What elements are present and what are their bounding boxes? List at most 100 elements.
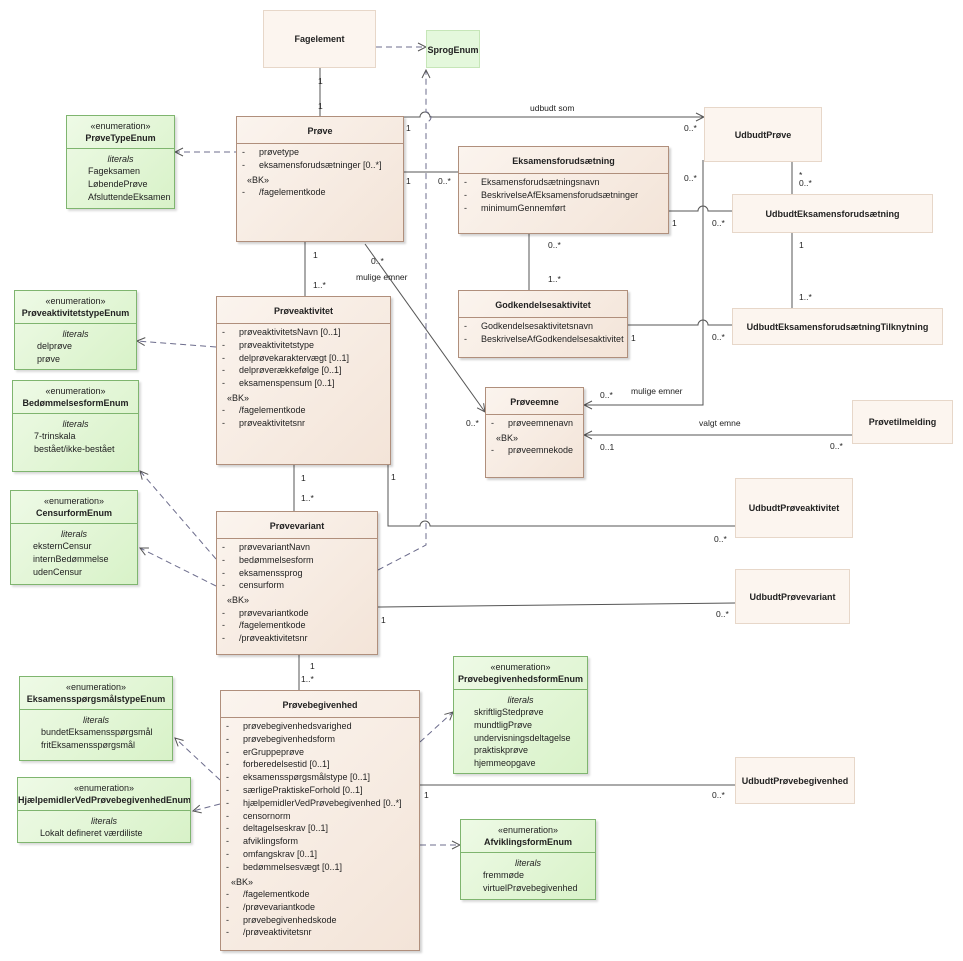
- multiplicity: 1: [631, 333, 636, 343]
- dep-provevariant-sprogenum: [377, 70, 432, 571]
- enum-provebegivenhedsform[interactable]: «enumeration» PrøvebegivenhedsformEnum l…: [453, 656, 588, 774]
- bk-attribute: -/fagelementkode: [222, 620, 306, 631]
- enum-literal: praktiskprøve: [474, 745, 529, 756]
- class-name: UdbudtEksamensforudsætning: [765, 208, 900, 219]
- multiplicity: 1: [391, 472, 396, 482]
- enum-afviklingsform[interactable]: «enumeration» AfviklingsformEnum literal…: [460, 819, 596, 900]
- assoc-provevariant-udbudt: [377, 602, 736, 608]
- attribute: -BeskrivelseAfGodkendelsesaktivitet: [464, 333, 624, 344]
- multiplicity: 0..*: [600, 390, 613, 400]
- class-sprogenum[interactable]: SprogEnum: [426, 30, 480, 68]
- enum-proveaktivitetstype[interactable]: «enumeration» PrøveaktivitetstypeEnum li…: [14, 290, 137, 370]
- enum-literal: internBedømmelse: [33, 553, 109, 564]
- enum-name: EksamensspørgsmålstypeEnum: [26, 694, 166, 704]
- literals-label: literals: [107, 154, 134, 164]
- attribute: -eksamensspørgsmålstype [0..1]: [226, 772, 371, 783]
- attribute: -prøveemnenavn: [491, 418, 574, 428]
- class-name: Godkendelsesaktivitet: [495, 300, 591, 310]
- enum-stereotype: «enumeration»: [490, 662, 551, 672]
- enum-literal: eksternCensur: [33, 541, 92, 551]
- attribute: -censornorm: [226, 810, 291, 821]
- attribute: -prøvevariantNavn: [222, 542, 311, 552]
- attribute: -delprøvekaraktervægt [0..1]: [222, 352, 350, 363]
- class-proveemne[interactable]: Prøveemne -prøveemnenavn «BK» -prøveemne…: [485, 387, 584, 478]
- enum-censurform[interactable]: «enumeration» CensurformEnum literals ek…: [10, 490, 138, 585]
- bk-attribute: -prøveaktivitetsnr: [222, 418, 306, 429]
- class-udbudteksamensforudsaetning[interactable]: UdbudtEksamensforudsætning: [732, 194, 933, 233]
- enum-stereotype: «enumeration»: [497, 825, 559, 835]
- attribute: -eksamenspensum [0..1]: [222, 378, 335, 389]
- multiplicity: 1: [799, 240, 804, 250]
- bk-stereotype: «BK»: [247, 174, 270, 185]
- enum-provetype[interactable]: «enumeration» PrøveTypeEnum literals Fag…: [66, 115, 175, 209]
- multiplicity: 0..*: [371, 256, 384, 266]
- bk-attribute: -/fagelementkode: [222, 405, 306, 416]
- multiplicity: 1: [318, 76, 323, 86]
- enum-name: PrøveTypeEnum: [85, 133, 156, 143]
- enum-hjaelpemidler[interactable]: «enumeration» HjælpemidlerVedPrøvebegive…: [17, 777, 191, 843]
- class-fagelement[interactable]: Fagelement: [263, 10, 376, 68]
- dep-aktivitet-aktivitetstypeenum: [137, 341, 217, 348]
- enum-literal: 7-trinskala: [34, 431, 76, 441]
- class-udbudtprovebegivenhed[interactable]: UdbudtPrøvebegivenhed: [735, 757, 855, 804]
- enum-literal: Fageksamen: [88, 166, 141, 176]
- enum-bedommelsesform[interactable]: «enumeration» BedømmelsesformEnum litera…: [12, 380, 139, 472]
- multiplicity: 1..*: [301, 493, 314, 503]
- literals-label: literals: [82, 715, 109, 725]
- attribute: -prøveaktivitetsNavn [0..1]: [222, 327, 341, 337]
- assoc-eksamensforudsaetning-udbudt: [669, 205, 732, 212]
- literals-label: literals: [60, 529, 87, 539]
- multiplicity: 1..*: [799, 292, 812, 302]
- class-name: Eksamensforudsætning: [512, 156, 615, 166]
- literals-label: literals: [62, 419, 89, 429]
- enum-literal: mundtligPrøve: [474, 719, 533, 730]
- enum-eksamenssporgsmalstype[interactable]: «enumeration» EksamensspørgsmålstypeEnum…: [19, 676, 173, 761]
- attribute: -eksamenssprog: [222, 567, 303, 578]
- class-udbudtprovevariant[interactable]: UdbudtPrøvevariant: [735, 569, 850, 624]
- bk-attribute: -/prøvevariantkode: [226, 901, 316, 912]
- class-proveaktivitet[interactable]: Prøveaktivitet -prøveaktivitetsNavn [0..…: [216, 296, 391, 465]
- multiplicity: 1..*: [548, 274, 561, 284]
- multiplicity: 1: [301, 473, 306, 483]
- dep-variant-censurformenum: [140, 548, 217, 587]
- class-prove[interactable]: Prøve -prøvetype -eksamensforudsætninger…: [236, 116, 404, 242]
- enum-literal: LøbendePrøve: [88, 178, 148, 189]
- attribute: -minimumGennemført: [464, 202, 566, 213]
- bk-attribute: -/fagelementkode: [242, 187, 326, 198]
- multiplicity: 0..*: [684, 173, 697, 183]
- bk-attribute: -/prøveaktivitetsnr: [226, 927, 312, 938]
- multiplicity: 1: [313, 250, 318, 260]
- bk-stereotype: «BK»: [496, 432, 519, 443]
- class-name: UdbudtPrøve: [734, 129, 792, 140]
- multiplicity: 1: [318, 101, 323, 111]
- class-provevariant[interactable]: Prøvevariant -prøvevariantNavn -bedømmel…: [216, 511, 378, 655]
- enum-literal: udenCensur: [33, 566, 83, 577]
- enum-literal: AfsluttendeEksamen: [88, 191, 171, 202]
- multiplicity: 1: [406, 123, 411, 133]
- literals-label: literals: [62, 329, 89, 339]
- attribute: -prøveaktivitetstype: [222, 339, 315, 350]
- class-provetilmelding[interactable]: Prøvetilmelding: [852, 400, 953, 444]
- attribute: -forberedelsestid [0..1]: [226, 759, 330, 770]
- enum-stereotype: «enumeration»: [45, 386, 106, 396]
- role-label: mulige emner: [356, 272, 408, 282]
- enum-literal: prøve: [37, 353, 61, 364]
- dep-variant-bedommelsesformenum: [140, 471, 217, 560]
- attribute: -omfangskrav [0..1]: [226, 848, 318, 859]
- class-provebegivenhed[interactable]: Prøvebegivenhed -prøvebegivenhedsvarighe…: [220, 690, 420, 951]
- class-udbudteksamensforudsaetningtilknytning[interactable]: UdbudtEksamensforudsætningTilknytning: [732, 308, 943, 345]
- class-eksamensforudsaetning[interactable]: Eksamensforudsætning -Eksamensforudsætni…: [458, 146, 669, 234]
- bk-attribute: -/fagelementkode: [226, 889, 310, 900]
- bk-attribute: -/prøveaktivitetsnr: [222, 633, 308, 644]
- multiplicity: 1: [310, 661, 315, 671]
- enum-stereotype: «enumeration»: [45, 296, 106, 306]
- bk-stereotype: «BK»: [227, 392, 250, 403]
- class-udbudtprove[interactable]: UdbudtPrøve: [704, 107, 822, 162]
- attribute: -delprøverækkefølge [0..1]: [222, 365, 342, 376]
- class-godkendelsesaktivitet[interactable]: Godkendelsesaktivitet -Godkendelsesaktiv…: [458, 290, 628, 358]
- enum-literal: fritEksamensspørgsmål: [41, 739, 136, 750]
- class-udbudtproveaktivitet[interactable]: UdbudtPrøveaktivitet: [735, 478, 853, 538]
- assoc-godkendelse-tilknytning: [628, 319, 732, 326]
- multiplicity: 1: [672, 218, 677, 228]
